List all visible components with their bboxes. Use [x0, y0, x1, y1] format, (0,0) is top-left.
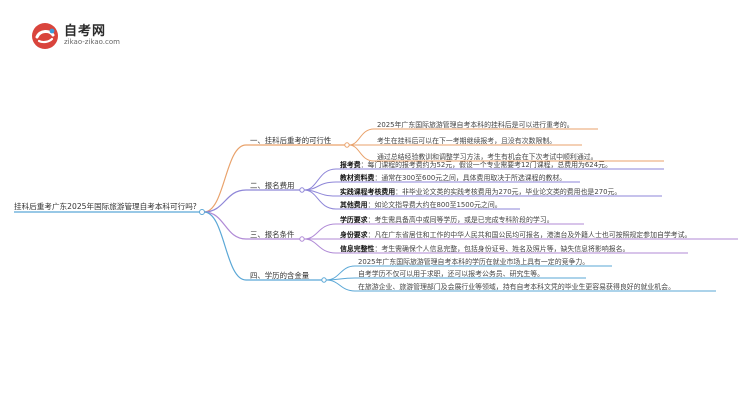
leaf-value-3: 在旅游企业、旅游管理部门及会展行业等领域，持有自考本科文凭的毕业生更容易获得良好…	[358, 283, 675, 291]
leaf-cond-education: 学历要求：考生需具备高中或同等学历，或是已完成专科阶段的学习。	[340, 216, 554, 224]
leaf-value-2: 自考学历不仅可以用于求职，还可以报考公务员、研究生等。	[358, 270, 545, 278]
branch-fees: 二、报名费用	[250, 181, 295, 190]
branch-feasibility: 一、挂科后重考的可行性	[250, 136, 332, 145]
leaf-feasibility-3: 通过总结经验教训和调整学习方法，考生有机会在下次考试中顺利通过。	[377, 153, 598, 161]
logo-icon	[31, 22, 59, 50]
leaf-cond-info: 信息完整性：考生需确保个人信息完整，包括身份证号、姓名及照片等，缺失信息将影响报…	[340, 245, 630, 253]
brand-url: zikao-zikao.com	[64, 38, 120, 46]
leaf-feasibility-1: 2025年广东国际旅游管理自考本科的挂科后是可以进行重考的。	[377, 121, 574, 129]
leaf-fee-other: 其他费用：如论文指导费大约在800至1500元之间。	[340, 201, 502, 209]
leaf-fee-materials: 教材资料费：通常在300至600元之间，具体费用取决于所选课程的教材。	[340, 174, 567, 182]
leaf-cond-identity: 身份要求：凡在广东省居住和工作的中华人民共和国公民均可报名，港澳台及外籍人士也可…	[340, 231, 692, 239]
leaf-fee-exam: 报考费：每门课程的报考费约为52元，假设一个专业需要考12门课程，总费用为624…	[340, 161, 612, 169]
root-topic: 挂科后重考广东2025年国际旅游管理自考本科可行吗?	[14, 202, 197, 211]
leaf-feasibility-2: 考生在挂科后可以在下一考期继续报考，且没有次数限制。	[377, 137, 557, 145]
branch-value: 四、学历的含金量	[250, 271, 310, 280]
leaf-fee-practice: 实践课程考核费用：非毕业论文类的实践考核费用为270元，毕业论文类的费用也是27…	[340, 188, 622, 196]
leaf-value-1: 2025年广东国际旅游管理自考本科的学历在就业市场上具有一定的竞争力。	[358, 258, 590, 266]
brand-title: 自考网	[64, 24, 107, 39]
branch-conditions: 三、报名条件	[250, 230, 295, 239]
